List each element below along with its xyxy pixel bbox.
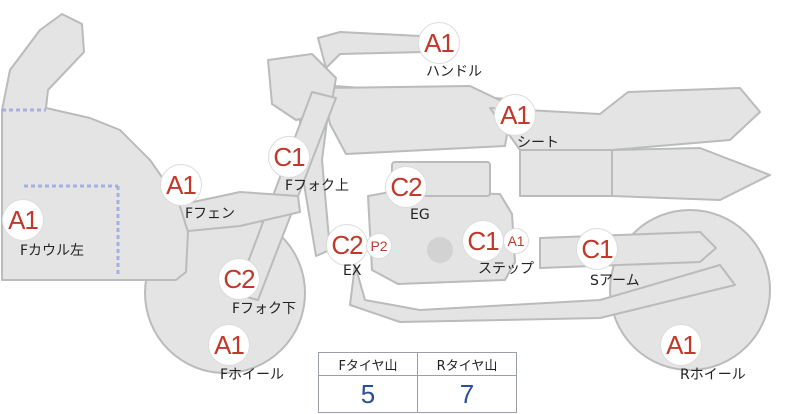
f-cowl-left-grade: A1 [2,199,44,241]
handle-shape [317,31,425,69]
tire-tread-table: Fタイヤ山 Rタイヤ山 5 7 [318,352,517,413]
f-fender-label: Fフェン [185,206,236,222]
fuel-tank-shape [321,85,513,155]
r-wheel-grade: A1 [660,324,702,366]
fork-lower-label: Fフォク下 [232,301,297,317]
f-wheel-label: Fホイール [220,367,285,383]
step-grade: C1 [462,220,504,262]
fork-upper-label: Fフォク上 [285,178,350,194]
r-wheel-label: Rホイール [680,367,746,383]
tail-shape [611,147,771,201]
handle-label: ハンドル [426,64,482,80]
rear-tread-header: Rタイヤ山 [417,352,517,376]
fork-upper-grade: C1 [268,136,310,178]
rear-tread-value: 7 [417,375,517,413]
f-wheel-grade: A1 [208,324,250,366]
seat-shape [489,87,761,151]
step-label: ステップ [478,261,534,277]
f-cowl-left-label: Fカウル左 [20,243,85,259]
swingarm-shape [539,231,717,269]
front-cowl-shape [1,13,189,281]
fork-lower-grade: C2 [218,258,260,300]
front-tread-value: 5 [318,375,418,413]
exhaust-shape [349,264,736,323]
engine-grade: C2 [385,166,427,208]
step-extra-grade: A1 [503,228,529,254]
swingarm-grade: C1 [576,228,618,270]
exhaust-extra-grade: P2 [366,233,392,259]
side-cover-shape [519,149,613,197]
f-fender-grade: A1 [160,164,202,206]
seat-label: シート [517,135,559,151]
exhaust-label: EX [343,263,362,279]
exhaust-grade: C2 [326,224,368,266]
handle-grade: A1 [418,22,460,64]
swingarm-label: Sアーム [590,273,640,289]
engine-label: EG [410,207,430,223]
seat-grade: A1 [494,94,536,136]
front-tread-header: Fタイヤ山 [318,352,418,376]
